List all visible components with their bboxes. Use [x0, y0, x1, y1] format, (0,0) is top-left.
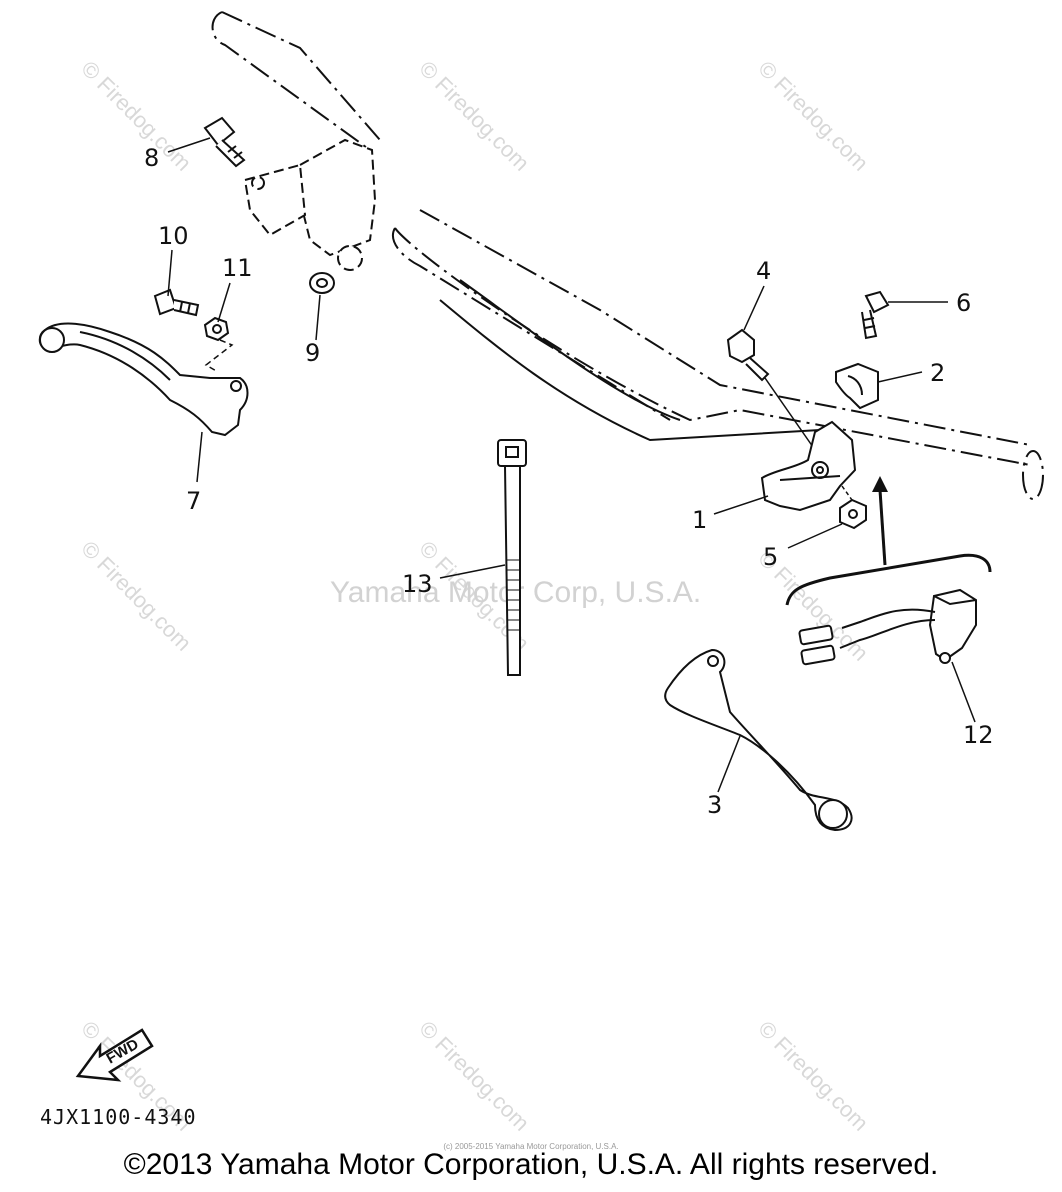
tiny-copyright-note: (c) 2005-2015 Yamaha Motor Corporation, … — [443, 1142, 619, 1151]
part-9-nut-shape — [309, 272, 335, 294]
part-3-lever-shape — [664, 648, 853, 832]
part-13-cable-tie-shape — [497, 439, 527, 676]
part-label-6: 6 — [956, 289, 971, 317]
watermark: © Firedog.com — [76, 56, 196, 176]
part-label-5: 5 — [763, 543, 778, 571]
fwd-arrow-icon — [75, 1028, 154, 1082]
part-5-nut-shape — [839, 498, 867, 530]
watermark: © Firedog.com — [753, 56, 873, 176]
part-label-11: 11 — [222, 254, 253, 282]
copyright-footer: ©2013 Yamaha Motor Corporation, U.S.A. A… — [123, 1148, 939, 1181]
part-label-3: 3 — [707, 791, 722, 819]
part-label-12: 12 — [963, 721, 994, 749]
watermark: © Firedog.com — [753, 1016, 873, 1136]
part-label-4: 4 — [756, 257, 771, 285]
watermark-layer: © Firedog.com © Firedog.com © Firedog.co… — [76, 56, 873, 1136]
part-label-9: 9 — [305, 339, 320, 367]
watermark: © Firedog.com — [414, 1016, 534, 1136]
drawing-code: 4JX1100-4340 — [40, 1105, 197, 1129]
leader-dashed — [204, 339, 234, 373]
handlebar-solid — [439, 279, 821, 442]
watermark: © Firedog.com — [414, 56, 534, 176]
part-6-bolt-shape — [861, 290, 890, 340]
handlebar — [211, 11, 1044, 500]
part-label-10: 10 — [158, 222, 189, 250]
part-label-7: 7 — [186, 487, 201, 515]
part-labels: 1 2 3 4 5 6 7 8 9 10 11 12 13 — [144, 144, 994, 819]
part-10-bolt-shape — [153, 288, 200, 317]
part-1-holder-shape — [760, 420, 857, 512]
watermark: © Firedog.com — [76, 536, 196, 656]
part-label-2: 2 — [930, 359, 945, 387]
part-4-bolt-shape — [726, 328, 770, 382]
switch-callout — [785, 489, 992, 606]
leader-5-line — [841, 485, 853, 501]
part-12-switch-shape — [798, 588, 977, 666]
part-7-brake-lever-shape — [38, 322, 249, 437]
part-label-13: 13 — [402, 570, 433, 598]
part-8-bolt-shape — [203, 116, 246, 168]
master-cylinder — [243, 138, 377, 271]
part-label-1: 1 — [692, 506, 707, 534]
callout-arrow-head — [872, 476, 888, 492]
leader-lines — [167, 137, 976, 793]
part-2-clamp-shape — [835, 362, 879, 410]
part-label-8: 8 — [144, 144, 159, 172]
part-11-nut-shape — [203, 316, 230, 342]
